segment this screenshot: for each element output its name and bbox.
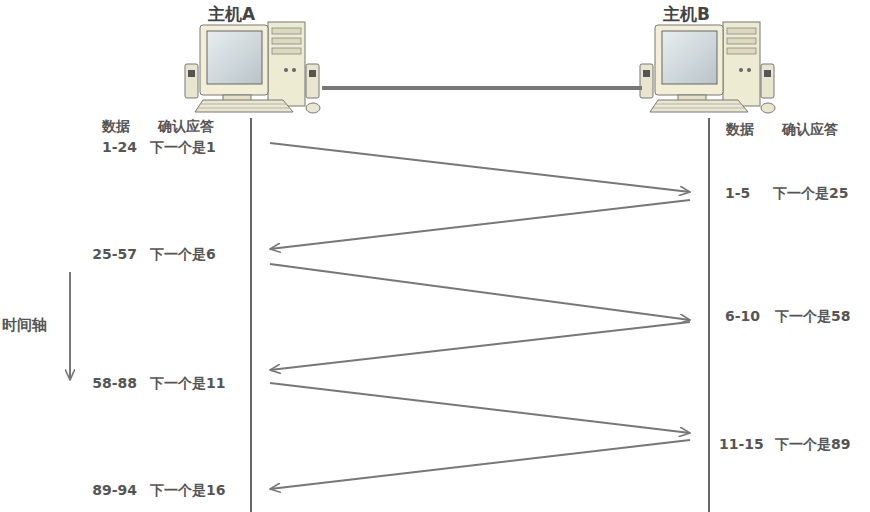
column-header: 确认应答 [782, 121, 838, 138]
ack-text: 下一个是25 [773, 185, 848, 202]
data-range: 1-24 [102, 139, 137, 156]
host-label: 主机B [663, 3, 710, 26]
data-range: 1-5 [725, 185, 750, 202]
data-range: 25-57 [92, 246, 137, 263]
ack-text: 下一个是58 [775, 308, 850, 325]
axis-label: 时间轴 [2, 316, 47, 334]
data-range: 89-94 [92, 482, 137, 499]
ack-text: 下一个是6 [150, 246, 216, 263]
ack-text: 下一个是1 [150, 139, 216, 156]
network-cable [322, 86, 642, 90]
column-header: 数据 [726, 121, 754, 138]
column-header: 确认应答 [158, 118, 214, 135]
host-label: 主机A [208, 3, 255, 26]
data-range: 11-15 [719, 436, 764, 453]
data-range: 6-10 [725, 308, 760, 325]
ack-text: 下一个是11 [150, 375, 225, 392]
host-computer: 主机A [185, 0, 322, 110]
data-range: 58-88 [92, 375, 137, 392]
ack-text: 下一个是16 [150, 482, 225, 499]
host-computer: 主机B [642, 0, 785, 110]
ack-text: 下一个是89 [775, 436, 850, 453]
column-header: 数据 [102, 118, 130, 135]
